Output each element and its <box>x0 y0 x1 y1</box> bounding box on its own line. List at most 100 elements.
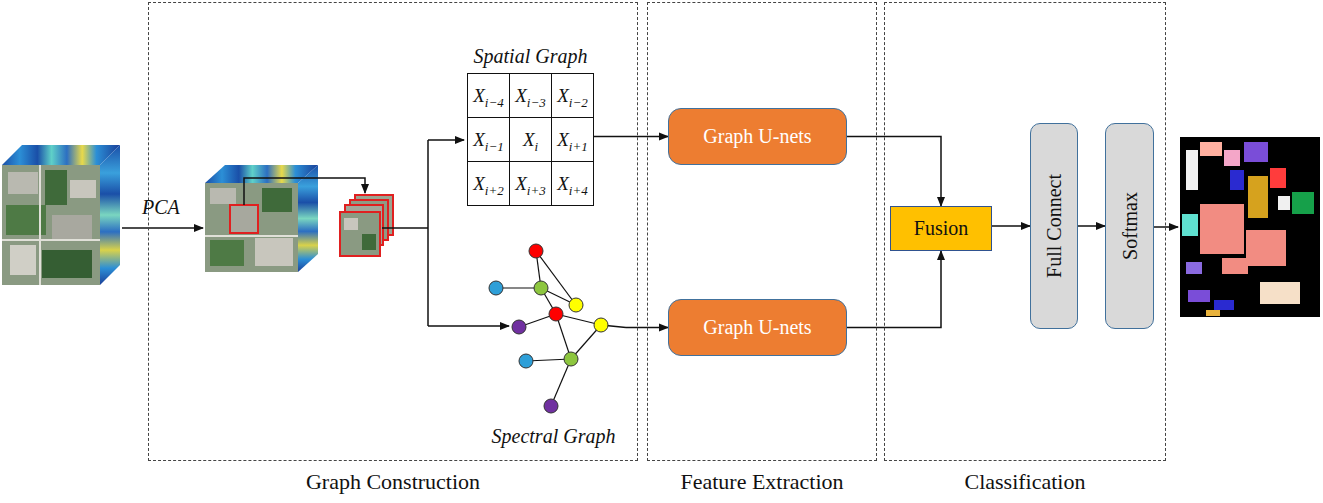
split-arrows <box>427 140 429 326</box>
table-cell: Xi−1 <box>467 117 510 162</box>
hyperspectral-cube <box>100 145 120 285</box>
variable-name: X <box>557 85 569 106</box>
classification-map <box>1270 168 1286 188</box>
split-arrows <box>428 139 464 141</box>
variable-name: X <box>473 129 485 150</box>
classification-map <box>1200 142 1222 156</box>
variable-name: X <box>515 85 527 106</box>
spatial-graph-table: Spatial GraphXi−4Xi−3Xi−2Xi−1XiXi+1Xi+2X… <box>467 73 594 206</box>
variable-subscript: i+2 <box>485 183 504 198</box>
split-arrows <box>428 325 509 327</box>
cell-symbol: Xi−2 <box>557 85 588 107</box>
classification-map <box>1230 170 1244 190</box>
graph-vertex <box>544 399 558 413</box>
flow-arrow <box>847 137 941 207</box>
cell-symbol: Xi+2 <box>473 173 504 195</box>
reduced-cube <box>210 188 236 204</box>
classification-map <box>1188 290 1210 302</box>
classification-map <box>1182 214 1198 236</box>
patch-arrow <box>244 178 365 205</box>
variable-subscript: i−3 <box>527 95 546 110</box>
reduced-cube <box>262 188 292 212</box>
patch-stack <box>344 218 358 230</box>
hyperspectral-cube <box>45 170 67 205</box>
hyperspectral-cube <box>8 172 38 194</box>
table-cell: Xi−3 <box>509 73 552 118</box>
split-arrows <box>382 227 428 229</box>
variable-name: X <box>557 173 569 194</box>
cell-symbol: Xi <box>523 129 538 151</box>
flow-arrow <box>1078 225 1105 227</box>
reduced-cube <box>255 238 293 266</box>
variable-subscript: i+1 <box>569 139 588 154</box>
variable-subscript: i+3 <box>527 183 546 198</box>
box-label: Fusion <box>914 217 968 240</box>
hyperspectral-cube <box>10 245 36 275</box>
layer-box: Softmax <box>1105 123 1154 329</box>
stage-label: Feature Extraction <box>628 469 896 495</box>
variable-name: X <box>523 129 535 150</box>
variable-subscript: i−1 <box>485 139 504 154</box>
reduced-cube <box>230 205 258 233</box>
hyperspectral-cube <box>2 145 120 285</box>
box-label: Softmax <box>1118 192 1141 260</box>
cell-symbol: Xi+1 <box>557 129 588 151</box>
hyperspectral-cube <box>39 165 41 285</box>
pca-arrow <box>122 227 203 229</box>
stage-label: Classification <box>865 469 1185 495</box>
graph-vertex <box>519 354 533 368</box>
graph-vertex <box>529 244 543 258</box>
classification-map <box>1222 258 1248 274</box>
hyperspectral-cube <box>52 215 92 239</box>
classification-map <box>1180 137 1320 317</box>
table-cell: Xi−4 <box>467 73 510 118</box>
classification-map <box>1292 192 1314 214</box>
patch-stack <box>362 234 376 250</box>
flow-arrow <box>992 225 1030 227</box>
classification-map <box>1246 230 1286 266</box>
operation-label: PCA <box>142 196 180 219</box>
reduced-cube <box>205 235 298 237</box>
fusion-box: Fusion <box>890 206 992 251</box>
variable-subscript: i+4 <box>569 183 588 198</box>
graph-vertex <box>549 307 563 321</box>
process-box: Graph U-nets <box>668 299 847 356</box>
classification-map <box>1180 137 1320 317</box>
graph-vertex <box>564 352 578 366</box>
graph-vertex <box>594 318 608 332</box>
graph-illustration <box>481 236 626 421</box>
graph-vertex <box>489 281 503 295</box>
classification-map <box>1248 176 1268 218</box>
graph-title: Spectral Graph <box>461 425 646 448</box>
classification-map <box>1200 204 1244 254</box>
cell-symbol: Xi+4 <box>557 173 588 195</box>
layer-box: Full Connect <box>1030 123 1078 329</box>
reduced-cube <box>298 165 318 272</box>
classification-map <box>1260 282 1300 304</box>
process-box: Graph U-nets <box>668 108 847 165</box>
variable-name: X <box>473 173 485 194</box>
hyperspectral-cube <box>2 165 100 285</box>
graph-link <box>536 251 576 305</box>
table-cell: Xi+1 <box>551 117 594 162</box>
classification-map <box>1244 142 1268 162</box>
box-label: Graph U-nets <box>703 125 811 148</box>
hyperspectral-cube <box>70 180 96 198</box>
hyperspectral-cube <box>42 250 92 278</box>
graph-link <box>551 359 571 406</box>
table-cell: Xi+3 <box>509 161 552 206</box>
graph-vertex <box>569 298 583 312</box>
box-label: Graph U-nets <box>703 316 811 339</box>
variable-subscript: i−2 <box>569 95 588 110</box>
patch-stack <box>340 195 393 256</box>
cell-symbol: Xi−1 <box>473 129 504 151</box>
dashed-stage-panel: Feature ExtractionGraph U-netsGraph U-ne… <box>647 2 877 461</box>
stage-label: Graph Construction <box>129 469 657 495</box>
classification-map <box>1206 310 1220 316</box>
graph-title: Spatial Graph <box>427 45 634 68</box>
table-cell: Xi−2 <box>551 73 594 118</box>
classification-map <box>1278 196 1290 210</box>
table-cell: Xi+2 <box>467 161 510 206</box>
variable-name: X <box>473 85 485 106</box>
